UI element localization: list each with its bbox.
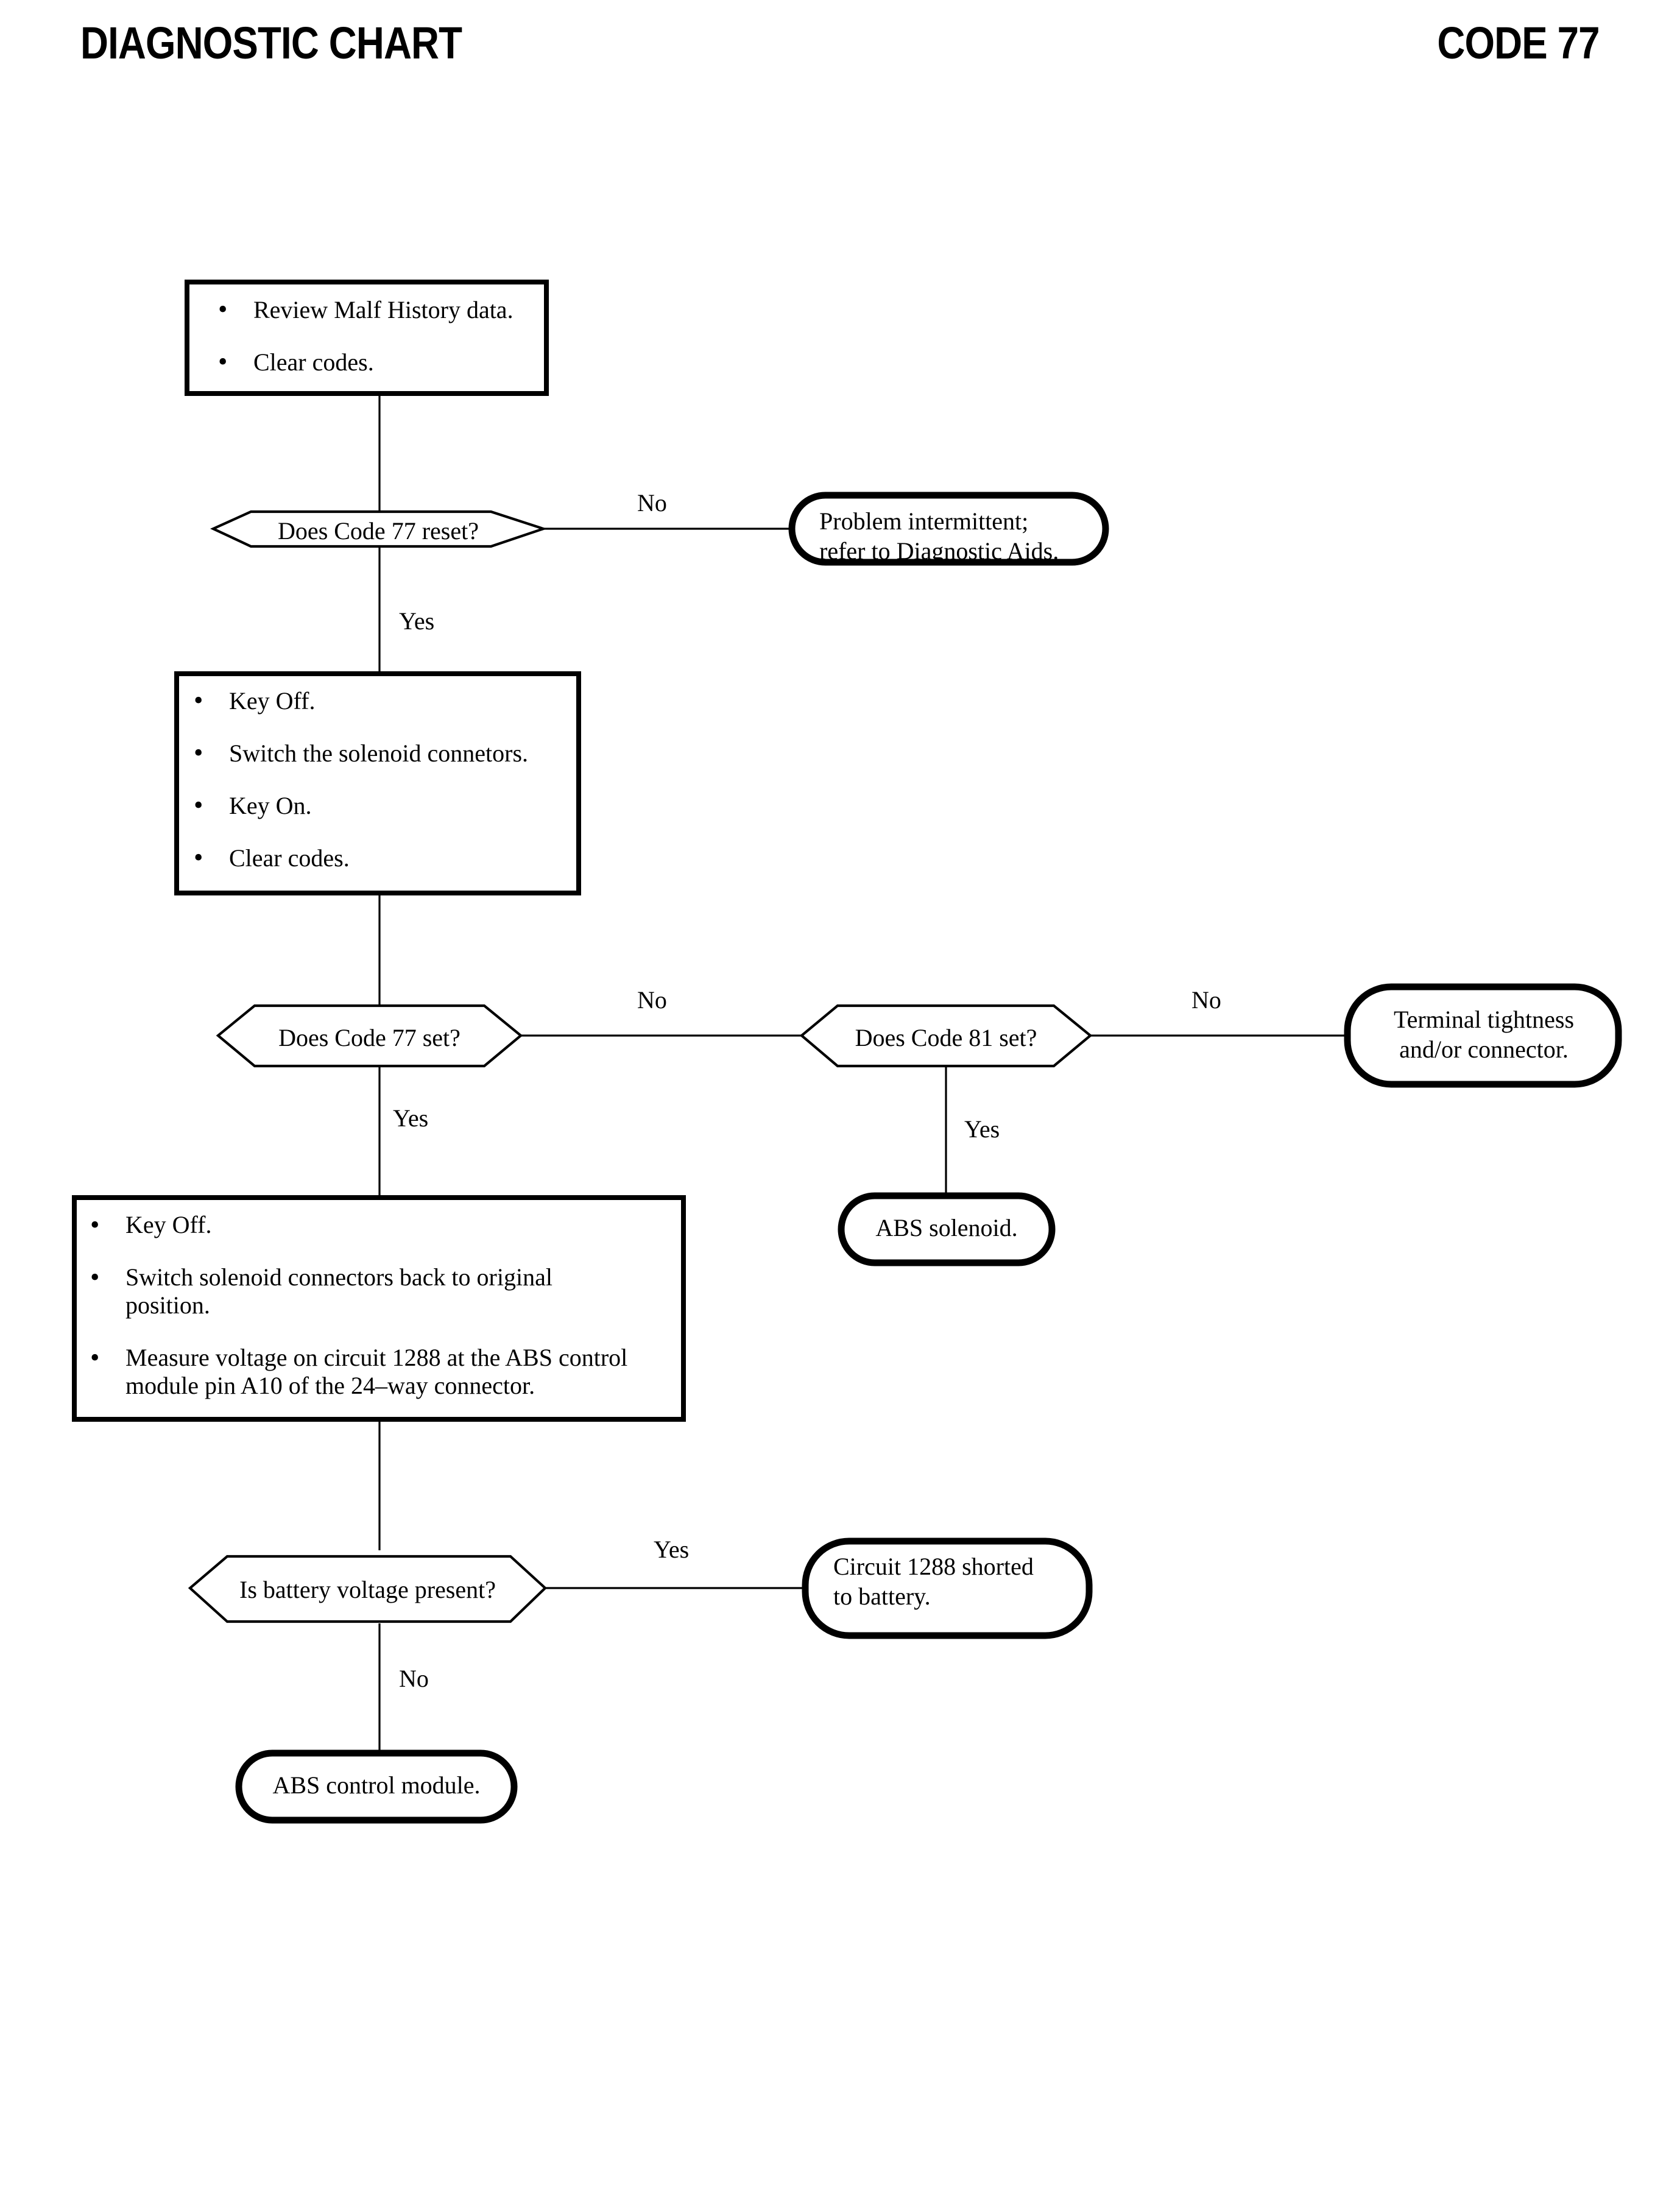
edge-label-d2-yes: Yes: [393, 1104, 429, 1132]
terminator-1: [788, 492, 1109, 566]
chart-code-label: CODE 77: [1437, 18, 1600, 68]
terminator-label-4: Circuit 1288 shorted to battery.: [833, 1553, 1034, 1610]
terminator-label-2: Terminal tightness and/or connector.: [1393, 1006, 1575, 1063]
decision-hex-4: [188, 1555, 548, 1623]
terminator-5: [235, 1749, 518, 1824]
terminator-4: [802, 1537, 1093, 1639]
process-box-3-list: Key Off. Switch solenoid connectors back…: [85, 1209, 682, 1400]
terminator-label-5: ABS control module.: [272, 1771, 481, 1799]
process-box-1-list: Review Malf History data. Clear codes.: [213, 294, 554, 378]
decision-hex-2: [216, 1004, 523, 1068]
terminator-3: [838, 1192, 1056, 1266]
edge-label-d3-yes: Yes: [964, 1115, 1000, 1143]
edge-label-d1-yes: Yes: [399, 607, 435, 635]
list-item: Review Malf History data.: [213, 294, 554, 326]
terminator-label-1: Problem intermittent; refer to Diagnosti…: [819, 507, 1059, 565]
edge-label-d3-no: No: [1191, 986, 1221, 1014]
decision-label-3: Does Code 81 set?: [855, 1024, 1037, 1051]
list-item: Switch the solenoid connetors.: [189, 737, 579, 769]
list-item: Key Off.: [85, 1209, 682, 1241]
list-item: Key On.: [189, 789, 579, 822]
list-item: Key Off.: [189, 685, 579, 717]
edge-label-d4-yes: Yes: [654, 1536, 690, 1563]
decision-hex-1: [210, 510, 548, 548]
page-title: DIAGNOSTIC CHART: [80, 18, 462, 68]
list-item: Measure voltage on circuit 1288 at the A…: [85, 1342, 682, 1400]
edge-label-d4-no: No: [399, 1665, 429, 1692]
list-item: Switch solenoid connectors back to origi…: [85, 1262, 682, 1319]
edge-label-d1-no: No: [637, 489, 667, 517]
edge-label-d2-no: No: [637, 986, 667, 1014]
list-item: Clear codes.: [189, 842, 579, 874]
list-item: Clear codes.: [213, 346, 554, 378]
process-box-2-list: Key Off. Switch the solenoid connetors. …: [189, 685, 579, 874]
terminator-label-3: ABS solenoid.: [875, 1214, 1018, 1241]
decision-label-1: Does Code 77 reset?: [278, 517, 479, 545]
decision-hex-3: [799, 1004, 1093, 1068]
decision-label-2: Does Code 77 set?: [278, 1024, 461, 1051]
decision-label-4: Is battery voltage present?: [239, 1576, 496, 1603]
terminator-2: [1344, 983, 1622, 1088]
